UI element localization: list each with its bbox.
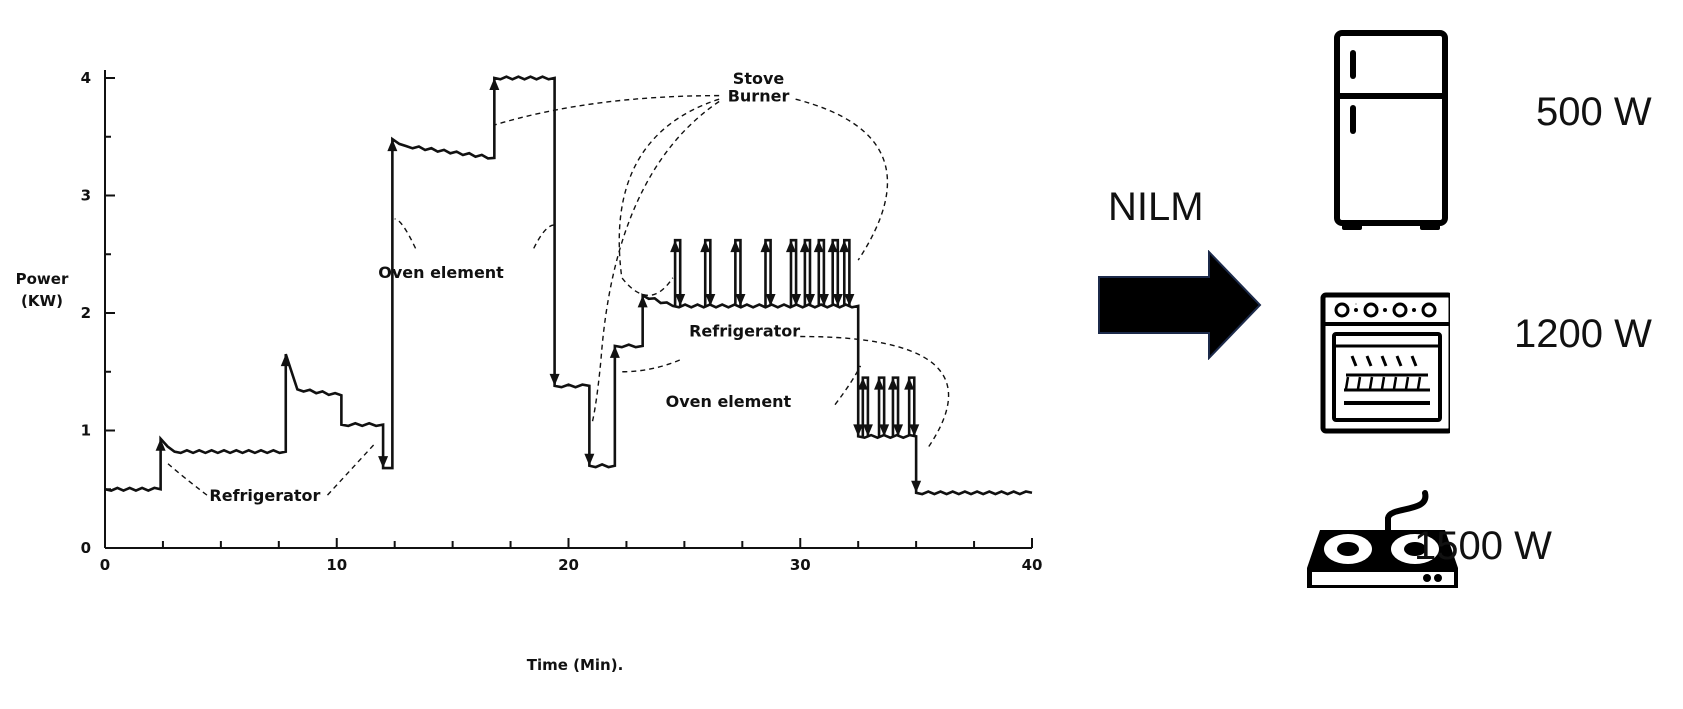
y-tick-label: 2	[81, 304, 91, 322]
x-tick-label: 20	[558, 556, 579, 574]
y-axis-title-line-2: (KW)	[21, 292, 63, 310]
chart-annotation: Refrigerator	[689, 322, 800, 341]
step-arrowhead	[387, 139, 398, 152]
appliance-row-oven: 1200 W	[1290, 290, 1670, 460]
oven-pulse-down-arrow	[879, 424, 890, 437]
oven-pulse	[907, 376, 916, 437]
oven-pulse	[891, 376, 900, 437]
dash-burner-3	[795, 98, 889, 261]
dash-oven-1	[394, 218, 417, 249]
y-tick-label: 1	[81, 422, 91, 440]
dash-oven-3	[621, 359, 681, 373]
burner-pulse	[703, 238, 712, 306]
step-arrowhead	[853, 424, 864, 437]
dash-fridge-2	[326, 441, 377, 496]
x-tick-label: 10	[326, 556, 347, 574]
chart-annotation: Stove	[733, 69, 785, 88]
burner-pulse-down-arrow	[705, 293, 716, 306]
oven-power: 1200 W	[1514, 312, 1652, 356]
step-arrowhead	[584, 453, 595, 466]
x-tick-label: 40	[1022, 556, 1043, 574]
burner-pulse-down-arrow	[818, 293, 829, 306]
oven-pulse	[861, 376, 870, 437]
y-tick-label: 4	[81, 69, 91, 87]
power-traces	[104, 75, 1033, 496]
burner-pulse-down-arrow	[735, 293, 746, 306]
step-arrowhead	[378, 456, 389, 469]
appliance-row-refrigerator: 500 W	[1290, 28, 1670, 230]
burner-pulse-down-arrow	[791, 293, 802, 306]
x-tick-label: 30	[790, 556, 811, 574]
oven-pulse-up-arrow	[857, 377, 868, 390]
chart-axes	[104, 70, 1032, 549]
chart-ticks: 0 10 20 30 40 0 1 2 3 4	[81, 69, 1043, 574]
oven-pulse-down-arrow	[862, 424, 873, 437]
burner-pulse-up-arrow	[730, 240, 741, 253]
burner-pulse	[734, 238, 742, 306]
oven-pulse	[877, 376, 886, 437]
dash-oven-2	[533, 224, 555, 249]
burner-pulse-down-arrow	[844, 293, 855, 306]
burner-pulse-up-arrow	[760, 240, 771, 253]
burner-pulse	[673, 238, 682, 306]
step-arrowhead	[609, 345, 620, 358]
x-axis-title: Time (Min).	[527, 656, 624, 674]
dash-oven-4	[834, 365, 862, 406]
chart-annotation: Oven element	[666, 392, 792, 411]
burner-pulse-up-arrow	[799, 240, 810, 253]
oven-pulse-up-arrow	[887, 377, 898, 390]
dash-fridge-3	[800, 335, 950, 449]
step-arrowhead	[549, 373, 560, 386]
burner-pulse-down-arrow	[675, 293, 686, 306]
burner-pulse	[842, 238, 851, 306]
oven-pulse-down-arrow	[909, 424, 920, 437]
nilm-label: NILM	[1108, 185, 1204, 229]
appliance-row-stove: 1500 W	[1290, 488, 1670, 658]
step-arrowhead	[911, 480, 922, 493]
burner-pulse-up-arrow	[785, 240, 796, 253]
burner-pulse-up-arrow	[839, 240, 850, 253]
stove-power: 1500 W	[1414, 524, 1552, 568]
refrigerator-icon	[1334, 30, 1448, 230]
step-arrowhead	[155, 438, 166, 451]
burner-pulse-up-arrow	[813, 240, 824, 253]
burner-pulse	[764, 238, 772, 306]
burner-pulse-up-arrow	[670, 240, 681, 253]
y-tick-label: 0	[81, 539, 91, 557]
chart-annotation: Burner	[728, 87, 790, 106]
refrigerator-power: 500 W	[1536, 90, 1652, 134]
burner-pulse-down-arrow	[804, 293, 815, 306]
oven-pulse-down-arrow	[893, 424, 904, 437]
annotation-arrows	[167, 94, 950, 496]
step-arrowhead	[489, 78, 500, 90]
dash-fridge-1	[167, 462, 208, 496]
dash-burner-2	[618, 98, 720, 296]
step-arrowhead	[637, 295, 648, 308]
oven-icon	[1320, 292, 1450, 434]
chart-annotation: Oven element	[378, 263, 504, 282]
right-arrow-icon	[1098, 250, 1262, 360]
oven-pulse-up-arrow	[874, 377, 885, 390]
burner-pulse	[831, 238, 840, 306]
y-tick-label: 3	[81, 187, 91, 205]
burner-pulse-up-arrow	[827, 240, 838, 253]
burner-pulse-down-arrow	[832, 293, 843, 306]
burner-pulse	[817, 238, 826, 306]
dash-burner-1	[494, 94, 720, 126]
burner-pulse-up-arrow	[700, 240, 711, 253]
burner-pulse	[803, 238, 812, 306]
burner-pulse	[789, 238, 798, 306]
y-axis-title-line-1: Power	[16, 270, 69, 288]
oven-pulse-up-arrow	[904, 377, 915, 390]
burner-pulse-down-arrow	[765, 293, 776, 306]
dash-burner-4	[590, 100, 720, 425]
chart-annotation: Refrigerator	[209, 486, 320, 505]
x-tick-label: 0	[100, 556, 110, 574]
power-trace-line	[104, 75, 1033, 496]
step-arrowhead	[280, 354, 291, 367]
stove-icon	[1307, 490, 1458, 588]
